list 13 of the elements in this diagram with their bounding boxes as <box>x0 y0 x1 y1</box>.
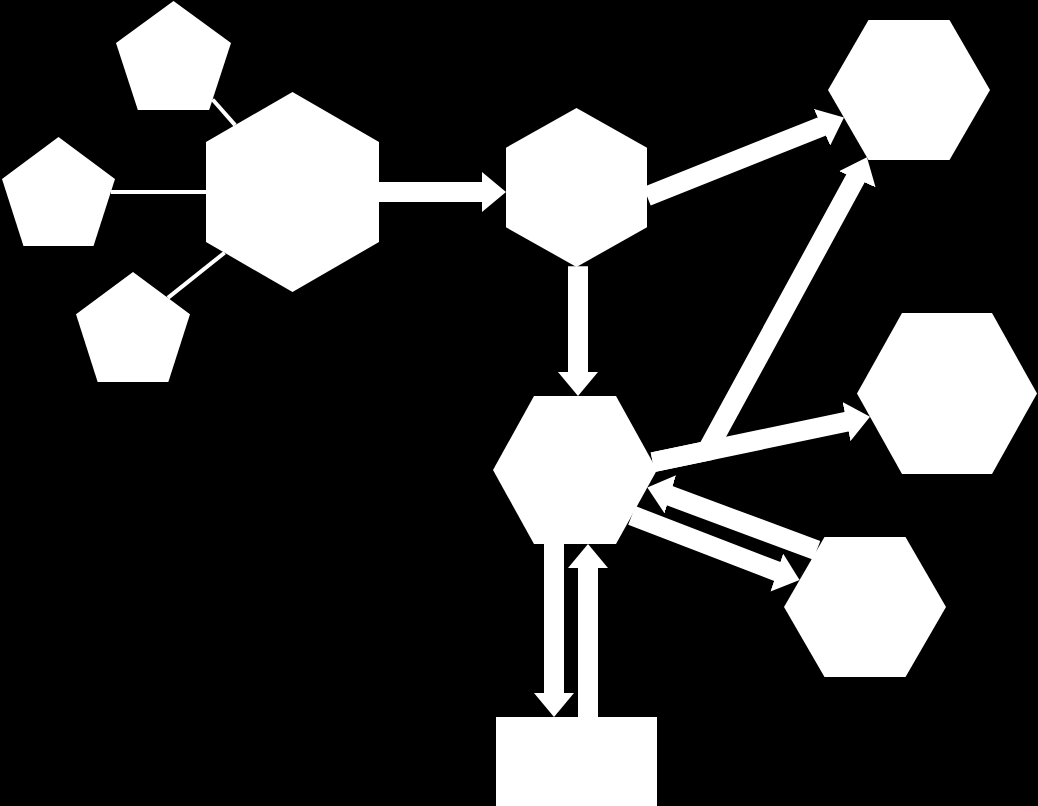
hexagon-node <box>506 108 647 267</box>
pentagon-node <box>2 137 115 246</box>
pentagon-node <box>76 272 190 382</box>
hexagon-node <box>206 92 379 292</box>
connector-line <box>110 190 206 194</box>
hexagon-node <box>493 396 657 544</box>
hexagon-node <box>784 537 946 677</box>
connector-line <box>211 98 237 127</box>
hexagon-node <box>857 313 1037 474</box>
pentagon-node <box>116 1 231 110</box>
rectangle-node <box>496 717 657 806</box>
hexagon-node <box>828 20 990 160</box>
connector-line <box>166 251 226 300</box>
